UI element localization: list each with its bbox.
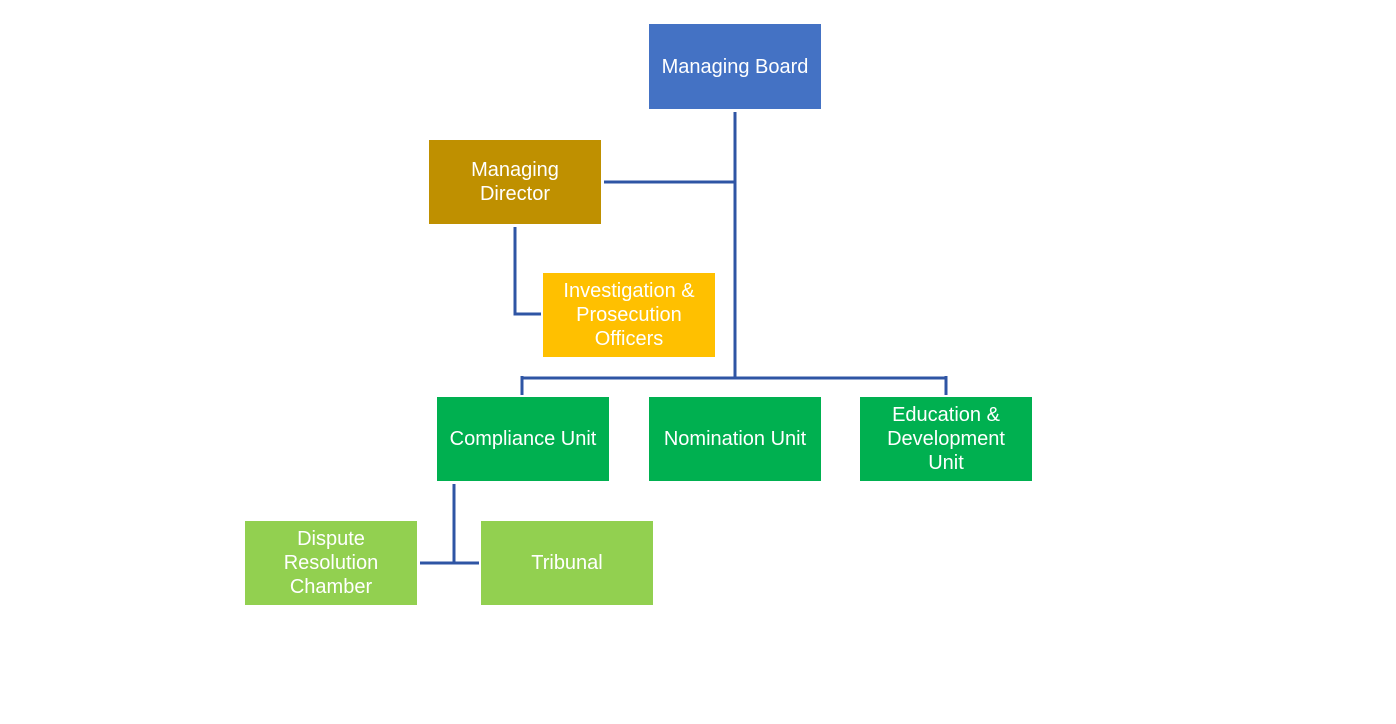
managing-director-box: Managing Director xyxy=(429,140,601,224)
tribunal-label: Tribunal xyxy=(531,552,603,574)
dispute-chamber-box: Dispute Resolution Chamber xyxy=(245,521,417,605)
managing-director-label: Managing Director xyxy=(471,159,559,205)
investigation-officers-label: Investigation & Prosecution Officers xyxy=(563,280,695,350)
investigation-officers-box: Investigation & Prosecution Officers xyxy=(543,273,715,357)
nomination-unit-box: Nomination Unit xyxy=(649,397,821,481)
compliance-unit-box: Compliance Unit xyxy=(437,397,609,481)
managing-board-label: Managing Board xyxy=(661,55,809,78)
education-unit-label: Education & Development Unit xyxy=(887,404,1005,474)
compliance-unit-label: Compliance Unit xyxy=(449,428,597,450)
dispute-chamber-label: Dispute Resolution Chamber xyxy=(283,528,379,598)
nomination-unit-label: Nomination Unit xyxy=(663,428,807,450)
connector-director-to-officers xyxy=(513,227,541,316)
tribunal-box: Tribunal xyxy=(481,521,653,605)
education-unit-box: Education & Development Unit xyxy=(860,397,1032,481)
managing-board-box: Managing Board xyxy=(649,24,821,109)
